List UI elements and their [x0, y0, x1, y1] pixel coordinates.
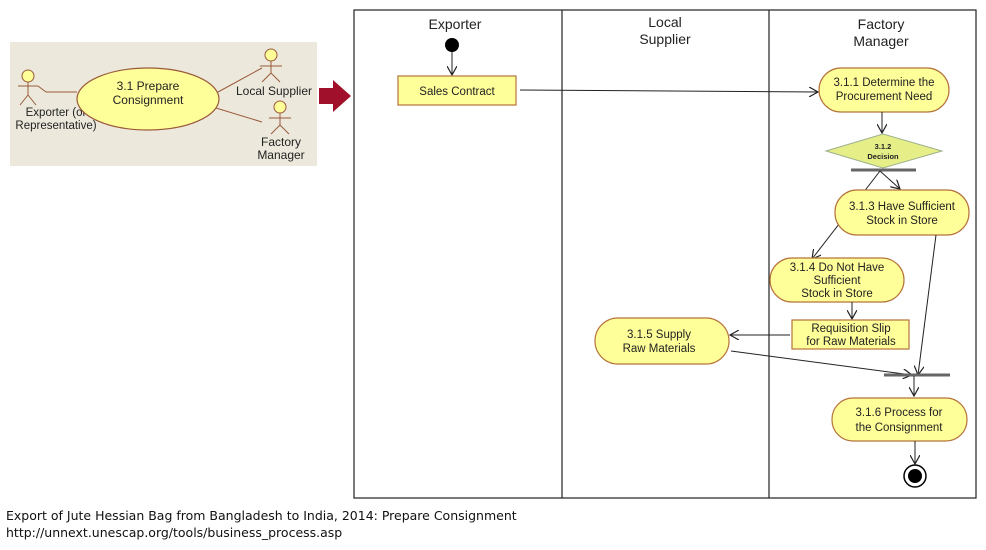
caption-title: Export of Jute Hessian Bag from Banglade…	[6, 508, 517, 523]
association-line	[37, 85, 47, 93]
decision-3-1-2-label-2: Decision	[867, 152, 899, 161]
association-line	[217, 67, 263, 93]
association-line	[215, 107, 263, 123]
decision-3-1-2	[824, 133, 944, 169]
use-case-panel: Exporter (or Representative) 3.1 Prepare…	[10, 42, 317, 166]
use-case-ellipse	[76, 67, 220, 131]
right-block-arrow-icon	[319, 80, 351, 112]
exporter-actor-icon	[18, 69, 38, 106]
requisition-slip-label-2: for Raw Materials	[806, 336, 896, 348]
lane-header-local-supplier: Local	[648, 14, 681, 30]
activity-3-1-1	[818, 67, 950, 113]
requisition-slip-label: Requisition Slip	[811, 323, 890, 335]
activity-3-1-4	[769, 257, 905, 303]
use-case-title: 3.1 Prepare	[117, 79, 180, 93]
flow-arrow	[519, 90, 818, 92]
use-case-title-2: Consignment	[113, 93, 184, 107]
lane-header-factory-manager-2: Manager	[853, 33, 909, 49]
factory-manager-actor-icon	[269, 100, 291, 135]
local-supplier-actor-icon	[260, 48, 282, 83]
activity-3-1-4-label: 3.1.4 Do Not Have	[790, 262, 885, 274]
final-node-icon	[903, 464, 927, 488]
activity-3-1-3-label: 3.1.3 Have Sufficient	[849, 201, 956, 213]
flow-arrow	[918, 234, 937, 375]
activity-3-1-5-label-2: Raw Materials	[623, 343, 696, 355]
requisition-slip-object	[791, 319, 910, 350]
activity-3-1-1-label-2: Procurement Need	[836, 91, 933, 103]
exporter-actor-label-2: Representative)	[15, 120, 96, 132]
lane-header-factory-manager: Factory	[858, 16, 905, 32]
caption-source-url: http://unnext.unescap.org/tools/business…	[6, 525, 343, 540]
sales-contract-object	[397, 75, 517, 106]
activity-3-1-4-label-3: Stock in Store	[801, 288, 873, 300]
activity-3-1-1-label: 3.1.1 Determine the	[833, 77, 934, 89]
activity-3-1-6	[831, 397, 968, 442]
sales-contract-label: Sales Contract	[419, 86, 495, 98]
activity-3-1-5-label: 3.1.5 Supply	[627, 329, 691, 341]
exporter-actor-label: Exporter (or	[26, 107, 87, 119]
activity-3-1-3-label-2: Stock in Store	[866, 215, 938, 227]
lane-header-local-supplier-2: Supplier	[639, 31, 691, 47]
activity-3-1-5	[594, 317, 730, 365]
activity-3-1-6-label-2: the Consignment	[856, 422, 944, 434]
activity-3-1-4-label-2: Sufficient	[813, 275, 861, 287]
initial-node-icon	[445, 38, 459, 52]
local-supplier-actor-label: Local Supplier	[236, 84, 312, 98]
decision-3-1-2-label: 3.1.2	[875, 142, 892, 151]
factory-manager-actor-label: Factory	[261, 135, 301, 149]
activity-3-1-3	[834, 189, 970, 236]
factory-manager-actor-label-2: Manager	[257, 148, 304, 162]
flow-arrow	[879, 170, 900, 189]
flow-arrow	[730, 350, 912, 375]
lane-header-exporter: Exporter	[429, 16, 482, 32]
activity-3-1-6-label: 3.1.6 Process for	[856, 407, 943, 419]
